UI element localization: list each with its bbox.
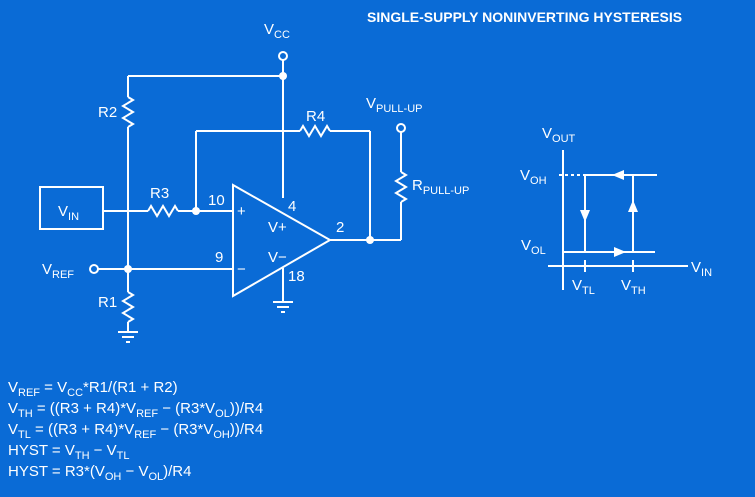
vin-source-label: VIN xyxy=(58,203,79,223)
circuit-wires xyxy=(39,51,408,343)
down-arrow-icon xyxy=(580,210,590,222)
equation-line-3: VTL = ((R3 + R4)*VREF − (R3*VOH))/R4 xyxy=(8,421,263,441)
vpullup-label: VPULL-UP xyxy=(366,95,422,115)
rpullup-resistor xyxy=(394,171,408,203)
vminus-label: V− xyxy=(268,249,287,266)
r2-resistor xyxy=(121,96,135,128)
vin-source-box xyxy=(39,186,104,230)
vin-axis-label: VIN xyxy=(691,259,712,279)
equation-line-5: HYST = R3*(VOH − VOL)/R4 xyxy=(8,463,191,483)
vpullup-terminal xyxy=(396,123,406,133)
up-arrow-icon xyxy=(628,200,638,212)
r1-resistor xyxy=(121,291,135,323)
ground-symbol-1 xyxy=(118,331,138,343)
vout-axis-label: VOUT xyxy=(542,125,576,145)
equation-line-1: VREF = VCC*R1/(R1 + R2) xyxy=(8,379,178,399)
r3-label: R3 xyxy=(150,185,169,202)
equations-block: VREF = VCC*R1/(R1 + R2)VTH = ((R3 + R4)*… xyxy=(8,379,263,483)
junction-dot xyxy=(279,72,287,80)
r4-resistor xyxy=(299,124,331,138)
vol-label: VOL xyxy=(521,237,546,257)
comparator-opamp xyxy=(232,183,333,298)
right-arrow-icon xyxy=(614,247,626,257)
r2-label: R2 xyxy=(98,104,117,121)
vtl-label: VTL xyxy=(572,277,595,297)
rpullup-label: RPULL-UP xyxy=(412,177,469,197)
vcc-label: VCC xyxy=(264,21,290,41)
pin-9-label: 9 xyxy=(215,249,223,266)
r3-resistor xyxy=(147,204,179,218)
r4-label: R4 xyxy=(306,108,325,125)
equation-line-4: HYST = VTH − VTL xyxy=(8,442,129,462)
junction-dot xyxy=(366,236,374,244)
vref-label: VREF xyxy=(42,261,74,281)
voh-label: VOH xyxy=(520,167,547,187)
left-arrow-icon xyxy=(612,170,624,180)
vplus-label: V+ xyxy=(268,219,287,236)
pin-2-label: 2 xyxy=(336,219,344,236)
pin-10-label: 10 xyxy=(208,192,225,209)
vcc-terminal xyxy=(278,51,288,61)
equation-line-2: VTH = ((R3 + R4)*VREF − (R3*VOL))/R4 xyxy=(8,400,263,420)
inverting-input-sign: − xyxy=(237,261,246,278)
pin-18-label: 18 xyxy=(288,268,305,285)
ground-symbol-2 xyxy=(273,301,293,313)
vref-terminal xyxy=(89,264,99,274)
pin-4-label: 4 xyxy=(288,198,296,215)
r1-label: R1 xyxy=(98,294,117,311)
junction-dot xyxy=(124,265,132,273)
diagram-title: SINGLE-SUPPLY NONINVERTING HYSTERESIS xyxy=(367,9,682,25)
vth-label: VTH xyxy=(621,277,646,297)
noninverting-input-sign: + xyxy=(237,203,246,220)
hysteresis-graph xyxy=(548,150,688,290)
